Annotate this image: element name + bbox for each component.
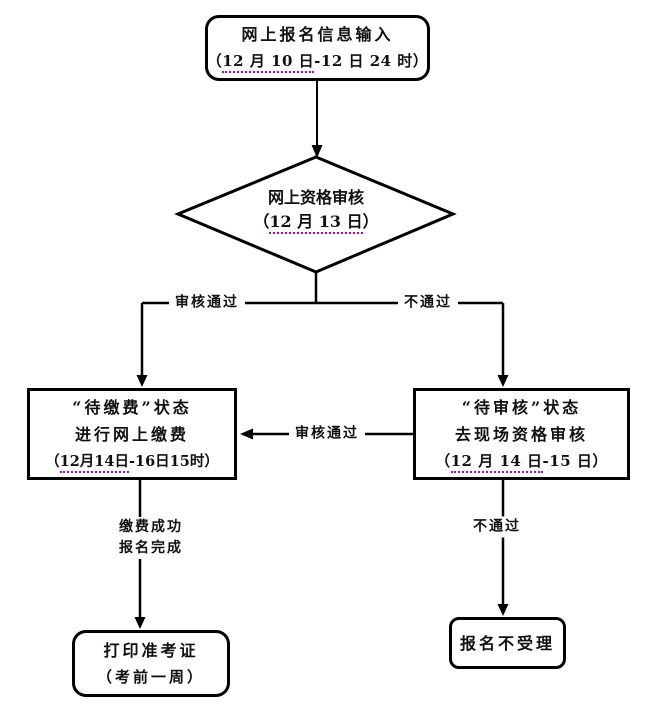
node-rejected: 报名不受理 <box>449 617 566 669</box>
node-pending-review-line2: 去现场资格审核 <box>454 424 588 444</box>
node-pending-payment: “待缴费”状态 进行网上缴费 （12月14日-16日15时） <box>27 388 237 480</box>
node-print-ticket-line1: 打印准考证 <box>103 640 199 660</box>
underlined-date: 12月14日 <box>59 452 129 473</box>
edge-label-onsite-pass: 审核通过 <box>289 423 365 445</box>
node-online-review: 网上资格审核 （12 月 13 日） <box>196 184 436 234</box>
node-pending-payment-line2: 进行网上缴费 <box>74 424 189 444</box>
node-print-ticket: 打印准考证 （考前一周） <box>72 630 230 697</box>
underlined-date: 12 月 13 日 <box>269 212 363 234</box>
node-pending-payment-date: （12月14日-16日15时） <box>45 448 219 475</box>
edge-label-payment-done-line2: 报名完成 <box>119 540 183 556</box>
node-online-review-title: 网上资格审核 <box>267 188 364 207</box>
branch-connector <box>136 272 509 387</box>
edge-label-onsite-fail: 不通过 <box>467 516 527 538</box>
node-pending-review-line1: “待审核”状态 <box>461 397 582 417</box>
arrow-start-to-review <box>311 81 323 158</box>
node-pending-review-date: （12 月 14 日-15 日） <box>435 448 608 475</box>
underlined-date: 12 月 14 日 <box>450 451 543 473</box>
node-rejected-line1: 报名不受理 <box>459 633 555 653</box>
edge-label-review-pass: 审核通过 <box>169 292 245 314</box>
node-print-ticket-line2: （考前一周） <box>96 667 205 686</box>
node-online-review-date: （12 月 13 日） <box>196 208 436 234</box>
underlined-date: 12 月 10 日 <box>222 52 315 73</box>
node-start-date: （12 月 10 日-12 日 24 时） <box>207 48 429 75</box>
edge-label-payment-done: 缴费成功 报名完成 <box>113 517 189 559</box>
edge-label-payment-done-line1: 缴费成功 <box>119 519 183 535</box>
node-start: 网上报名信息输入 （12 月 10 日-12 日 24 时） <box>205 15 430 81</box>
edge-label-review-fail: 不通过 <box>398 292 458 314</box>
node-pending-payment-line1: “待缴费”状态 <box>72 397 192 417</box>
arrow-onsite-to-rejected <box>497 480 509 616</box>
node-pending-review: “待审核”状态 去现场资格审核 （12 月 14 日-15 日） <box>413 388 630 480</box>
node-start-title: 网上报名信息输入 <box>241 25 394 44</box>
